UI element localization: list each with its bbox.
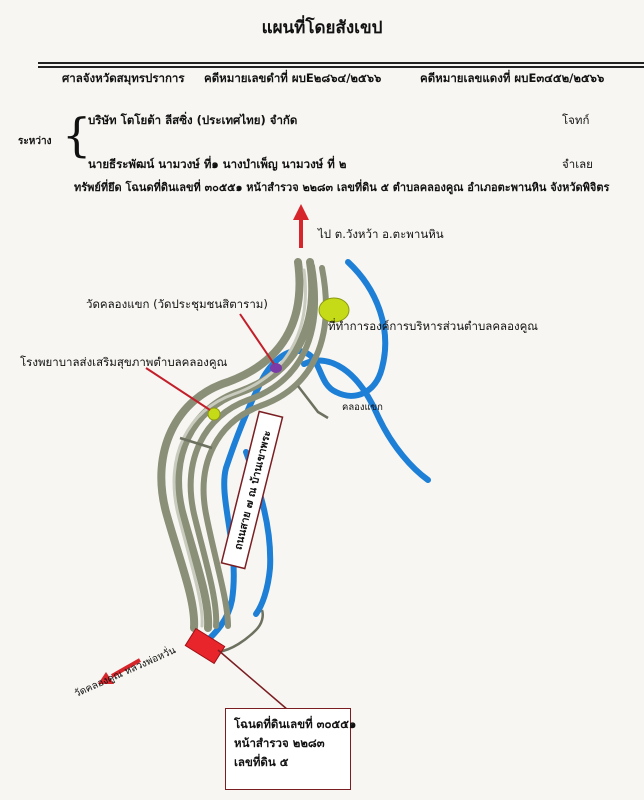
canal-label: คลองแขก	[342, 402, 383, 413]
black-case-number: คดีหมายเลขดำที่ ผบE๒๘๖๔/๒๕๖๖	[204, 71, 382, 85]
land-deed-number: โฉนดที่ดินเลขที่ ๓๐๕๕๑	[234, 717, 357, 731]
land-survey-page: หน้าสำรวจ ๒๒๘๓	[234, 736, 325, 750]
land-box-leader	[217, 649, 289, 711]
land-plot	[184, 627, 226, 665]
land-parcel-number: เลขที่ดิน ๕	[234, 755, 289, 769]
header-divider-top	[38, 62, 644, 64]
between-label: ระหว่าง	[18, 136, 52, 147]
red-case-number: คดีหมายเลขแดงที่ ผบE๓๔๕๒/๒๕๖๖	[420, 71, 605, 85]
temple-label: วัดคลองแขก (วัดประชุมชนสิตาราม)	[86, 297, 268, 311]
canal-right-branch	[301, 357, 431, 483]
hospital-leader	[145, 367, 211, 411]
side-road-east	[297, 385, 329, 420]
hospital-marker	[207, 407, 221, 421]
tao-office-marker	[318, 297, 350, 323]
defendant-role: จำเลย	[562, 157, 593, 171]
plaintiff-role: โจทก์	[562, 113, 590, 127]
road-inner-left	[172, 268, 307, 628]
north-arrow-head	[293, 204, 309, 220]
seized-property: ทรัพย์ที่ยึด โฉนดที่ดินเลขที่ ๓๐๕๕๑ หน้า…	[74, 181, 610, 194]
tao-office-label: ที่ทำการองค์การบริหารส่วนตำบลคลองคูณ	[328, 319, 538, 333]
road-second-right	[200, 265, 329, 629]
road-outer-right	[174, 258, 317, 632]
hospital-label: โรงพยาบาลส่งเสริมสุขภาพตำบลคลองคูณ	[20, 355, 228, 369]
south-arrow-shaft	[111, 658, 141, 678]
north-direction-label: ไป ต.วังหว้า อ.ตะพานหิน	[318, 227, 444, 241]
south-arrow-head	[98, 672, 114, 684]
plaintiff-name: บริษัท โตโยต้า ลีสซิ่ง (ประเทศไทย) จำกัด	[88, 113, 298, 127]
side-road-south	[217, 609, 264, 654]
temple-marker	[270, 363, 282, 373]
temple-leader	[239, 313, 275, 365]
land-info-box: โฉนดที่ดินเลขที่ ๓๐๕๕๑ หน้าสำรวจ ๒๒๘๓ เล…	[225, 708, 357, 790]
brace-symbol: {	[62, 108, 92, 162]
road-second-left	[187, 263, 318, 629]
road-label-box	[220, 410, 284, 570]
defendant-name: นายธีระพัฒน์ นามวงษ์ ที่๑ นางบำเพ็ญ นามว…	[88, 157, 347, 171]
court-name: ศาลจังหวัดสมุทรปราการ	[62, 71, 185, 85]
side-road-hospital	[179, 436, 213, 450]
road-outer-left	[157, 258, 304, 632]
header-divider-bottom	[38, 66, 644, 68]
page-title: แผนที่โดยสังเขป	[261, 18, 383, 38]
